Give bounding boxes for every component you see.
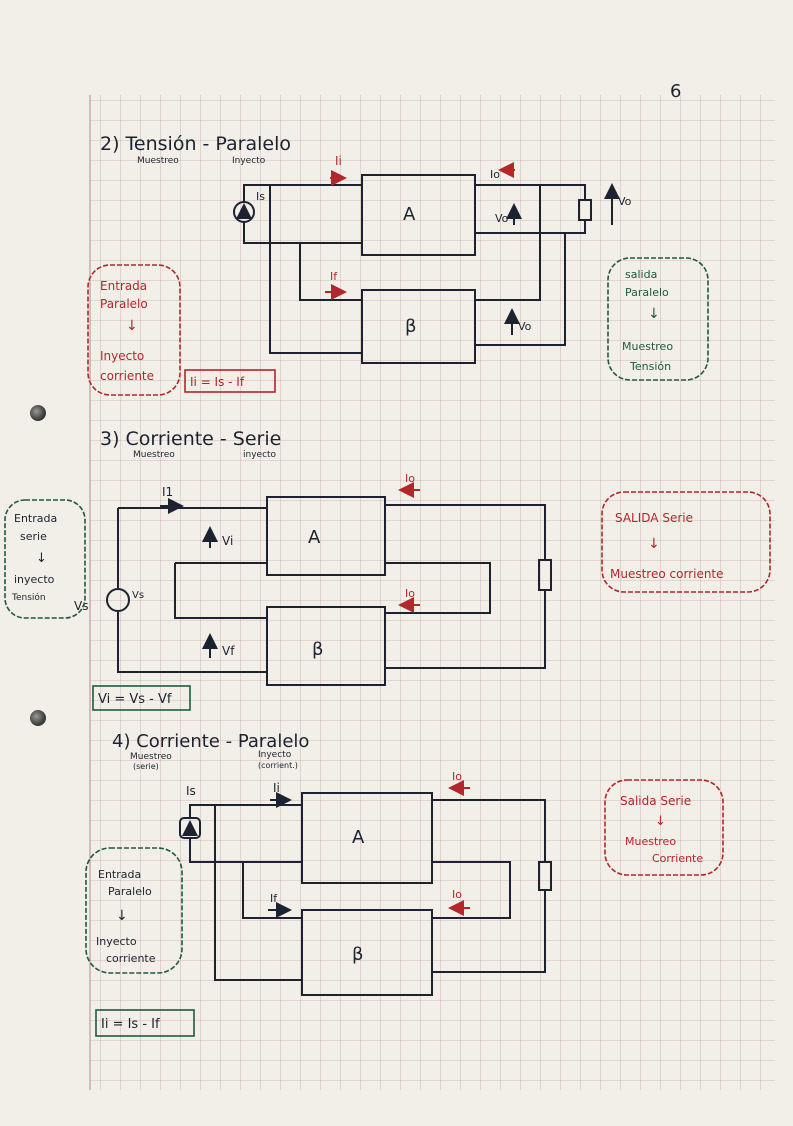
label-if: If [270, 892, 278, 905]
output-note-arrow: ↓ [655, 814, 666, 829]
section-sub-left: Muestreo [137, 156, 179, 166]
label-io-top: Io [405, 472, 415, 485]
label-io-top: Io [452, 770, 462, 783]
input-note-line3: inyecto [14, 573, 55, 586]
label-vf: Vf [222, 644, 235, 658]
page-number: 6 [670, 81, 681, 102]
label-vs-left: Vs [74, 599, 88, 613]
equation: Vi = Vs - Vf [98, 692, 172, 707]
label-ii: Ii [273, 781, 280, 795]
input-note-arrow: ↓ [116, 908, 128, 924]
input-note-line1: Entrada [100, 279, 147, 293]
output-note-line1: salida [625, 268, 657, 281]
section-title: 2) Tensión - Paralelo [100, 133, 291, 155]
label-ii: Ii [335, 154, 342, 168]
beta-label: β [405, 316, 417, 337]
label-vo-a: Vo [495, 212, 509, 225]
input-note-line4: Tensión [11, 592, 46, 603]
section-sub-right: Inyecto [258, 750, 292, 760]
label-vo-b: Vo [518, 320, 532, 333]
label-is: Is [186, 784, 196, 798]
output-note-arrow: ↓ [648, 306, 660, 322]
output-note-2: salida Paralelo ↓ Muestreo Tensión [607, 257, 709, 381]
section-sub-left: Muestreo [130, 752, 172, 762]
section-title: 3) Corriente - Serie [100, 428, 281, 450]
input-note-line3: Inyecto [96, 935, 137, 948]
label-vs-source: Vs [132, 590, 144, 601]
equation: Ii = Is - If [101, 1017, 160, 1032]
section-sub-right: inyecto [243, 450, 277, 460]
output-note-line1: Salida Serie [620, 794, 691, 808]
input-note-line4: corriente [106, 952, 156, 965]
input-note-line2: serie [20, 530, 47, 543]
load-resistor-icon [538, 861, 552, 891]
label-if: If [330, 270, 338, 283]
amplifier-a-label: A [308, 527, 321, 548]
amplifier-a-box [301, 792, 433, 884]
beta-label: β [352, 944, 364, 965]
section-sub-right2: (corrient.) [258, 761, 298, 770]
output-note-3: SALIDA Serie ↓ Muestreo corriente [601, 491, 771, 593]
label-io: Io [490, 168, 500, 181]
label-io-mid: Io [405, 587, 415, 600]
load-resistor-icon [578, 199, 592, 221]
input-note-arrow: ↓ [36, 551, 47, 566]
label-is: Is [256, 190, 265, 203]
amplifier-a-box [361, 174, 476, 256]
punch-hole [30, 405, 46, 421]
feedback-beta-box [301, 909, 433, 996]
amplifier-a-label: A [403, 204, 416, 225]
input-note-line4: corriente [100, 369, 154, 383]
feedback-beta-box [361, 289, 476, 364]
output-note-line1: SALIDA Serie [615, 511, 693, 525]
amplifier-a-box [266, 496, 386, 576]
output-note-arrow: ↓ [648, 536, 660, 552]
punch-hole [30, 710, 46, 726]
label-i1: I1 [162, 485, 173, 499]
output-note-line2: Muestreo corriente [610, 567, 724, 581]
label-vo-load: Vo [618, 195, 632, 208]
load-resistor-icon [538, 559, 552, 591]
equation-box-4: Ii = Is - If [95, 1009, 195, 1037]
output-note-line3: Corriente [652, 852, 703, 865]
section-tension-paralelo: 2) Tensión - Paralelo Muestreo Inyecto A… [100, 133, 632, 364]
output-note-4: Salida Serie ↓ Muestreo Corriente [604, 779, 724, 876]
input-note-line3: Inyecto [100, 349, 144, 363]
input-note-arrow: ↓ [126, 318, 138, 334]
input-note-2: Entrada Paralelo ↓ Inyecto corriente [87, 264, 181, 396]
amplifier-a-label: A [352, 827, 365, 848]
input-note-4: Entrada Paralelo ↓ Inyecto corriente [85, 847, 183, 974]
label-vi: Vi [222, 534, 233, 548]
output-note-line4: Tensión [629, 360, 671, 373]
input-note-line1: Entrada [98, 868, 141, 881]
section-sub-left: Muestreo [133, 450, 175, 460]
voltage-source-icon [106, 588, 130, 612]
section-corriente-paralelo: 4) Corriente - Paralelo Muestreo (serie)… [112, 731, 552, 996]
input-note-line2: Paralelo [108, 885, 152, 898]
input-note-3: Entrada serie ↓ inyecto Tensión [4, 499, 86, 619]
section-sub-right: Inyecto [232, 156, 266, 166]
section-sub-left2: (serie) [133, 762, 159, 771]
output-note-line3: Muestreo [622, 340, 673, 353]
section-corriente-serie: 3) Corriente - Serie Muestreo inyecto A … [74, 428, 552, 686]
section-title: 4) Corriente - Paralelo [112, 731, 309, 752]
beta-label: β [312, 639, 324, 660]
equation-box-2: Ii = Is - If [184, 369, 276, 393]
equation: Ii = Is - If [190, 375, 245, 389]
label-io-mid: Io [452, 888, 462, 901]
output-note-line2: Paralelo [625, 286, 669, 299]
input-note-line2: Paralelo [100, 297, 148, 311]
equation-box-3: Vi = Vs - Vf [92, 685, 191, 711]
feedback-beta-box [266, 606, 386, 686]
output-note-line2: Muestreo [625, 835, 676, 848]
input-note-line1: Entrada [14, 512, 57, 525]
